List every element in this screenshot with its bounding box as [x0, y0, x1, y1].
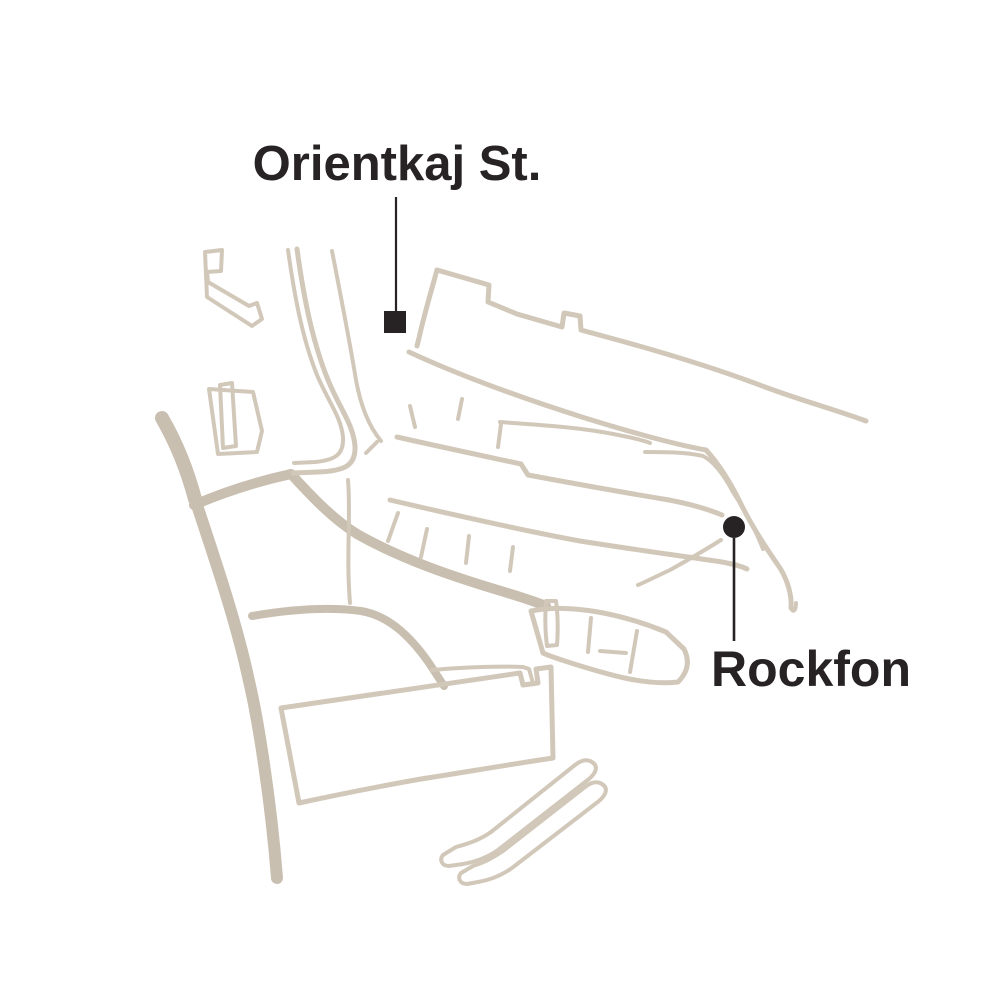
building-strip	[218, 381, 238, 450]
thin-pier-b	[457, 780, 608, 886]
pier-tick-1	[586, 616, 593, 654]
rockfon-circle-marker	[723, 516, 745, 538]
tick-2	[456, 397, 464, 421]
road-crescent	[155, 411, 202, 506]
rockfon-label: Rockfon	[711, 641, 911, 697]
curved-street-outer	[290, 246, 358, 476]
pier-tick-3	[598, 649, 628, 655]
map-roads	[155, 411, 551, 884]
pier-rect-building	[543, 599, 560, 648]
road-left-vertical	[189, 493, 283, 884]
tick-3	[496, 422, 503, 449]
tick-8	[386, 511, 400, 543]
pier-pointed	[528, 605, 690, 686]
curved-street-inner	[286, 248, 346, 465]
orientkaj-square-marker	[384, 311, 406, 333]
map-markers	[384, 197, 745, 641]
tick-4	[364, 440, 379, 455]
road-branch	[189, 469, 296, 510]
quay-inner-line	[643, 450, 765, 551]
quay-tail-hook	[789, 601, 798, 613]
tick-1	[408, 404, 417, 429]
street-vertical-short	[346, 478, 352, 605]
quay-line	[406, 349, 709, 453]
pier-band-bottom	[387, 497, 750, 572]
street-parallel-curve	[330, 249, 383, 443]
building-block-small	[207, 387, 264, 456]
tick-6	[464, 534, 471, 565]
tick-5	[419, 527, 429, 559]
orientkaj-street-label: Orientkaj St.	[252, 137, 542, 191]
quay-near-pier	[430, 664, 535, 685]
map-lines	[203, 246, 869, 886]
block-bottom-left	[278, 664, 556, 806]
landmass-top-edge	[434, 267, 869, 424]
building-flag	[203, 248, 264, 328]
pier-band-top	[394, 434, 725, 518]
quay-bend-tail	[703, 447, 794, 611]
road-bottom	[248, 604, 448, 690]
shore-return-line	[636, 538, 723, 587]
road-diagonal	[286, 469, 551, 611]
pier-tick-2	[628, 629, 639, 674]
landmass-left-edge	[414, 267, 440, 349]
thin-pier-a	[439, 758, 598, 868]
street-below-quay	[498, 420, 652, 445]
tick-7	[508, 545, 515, 573]
